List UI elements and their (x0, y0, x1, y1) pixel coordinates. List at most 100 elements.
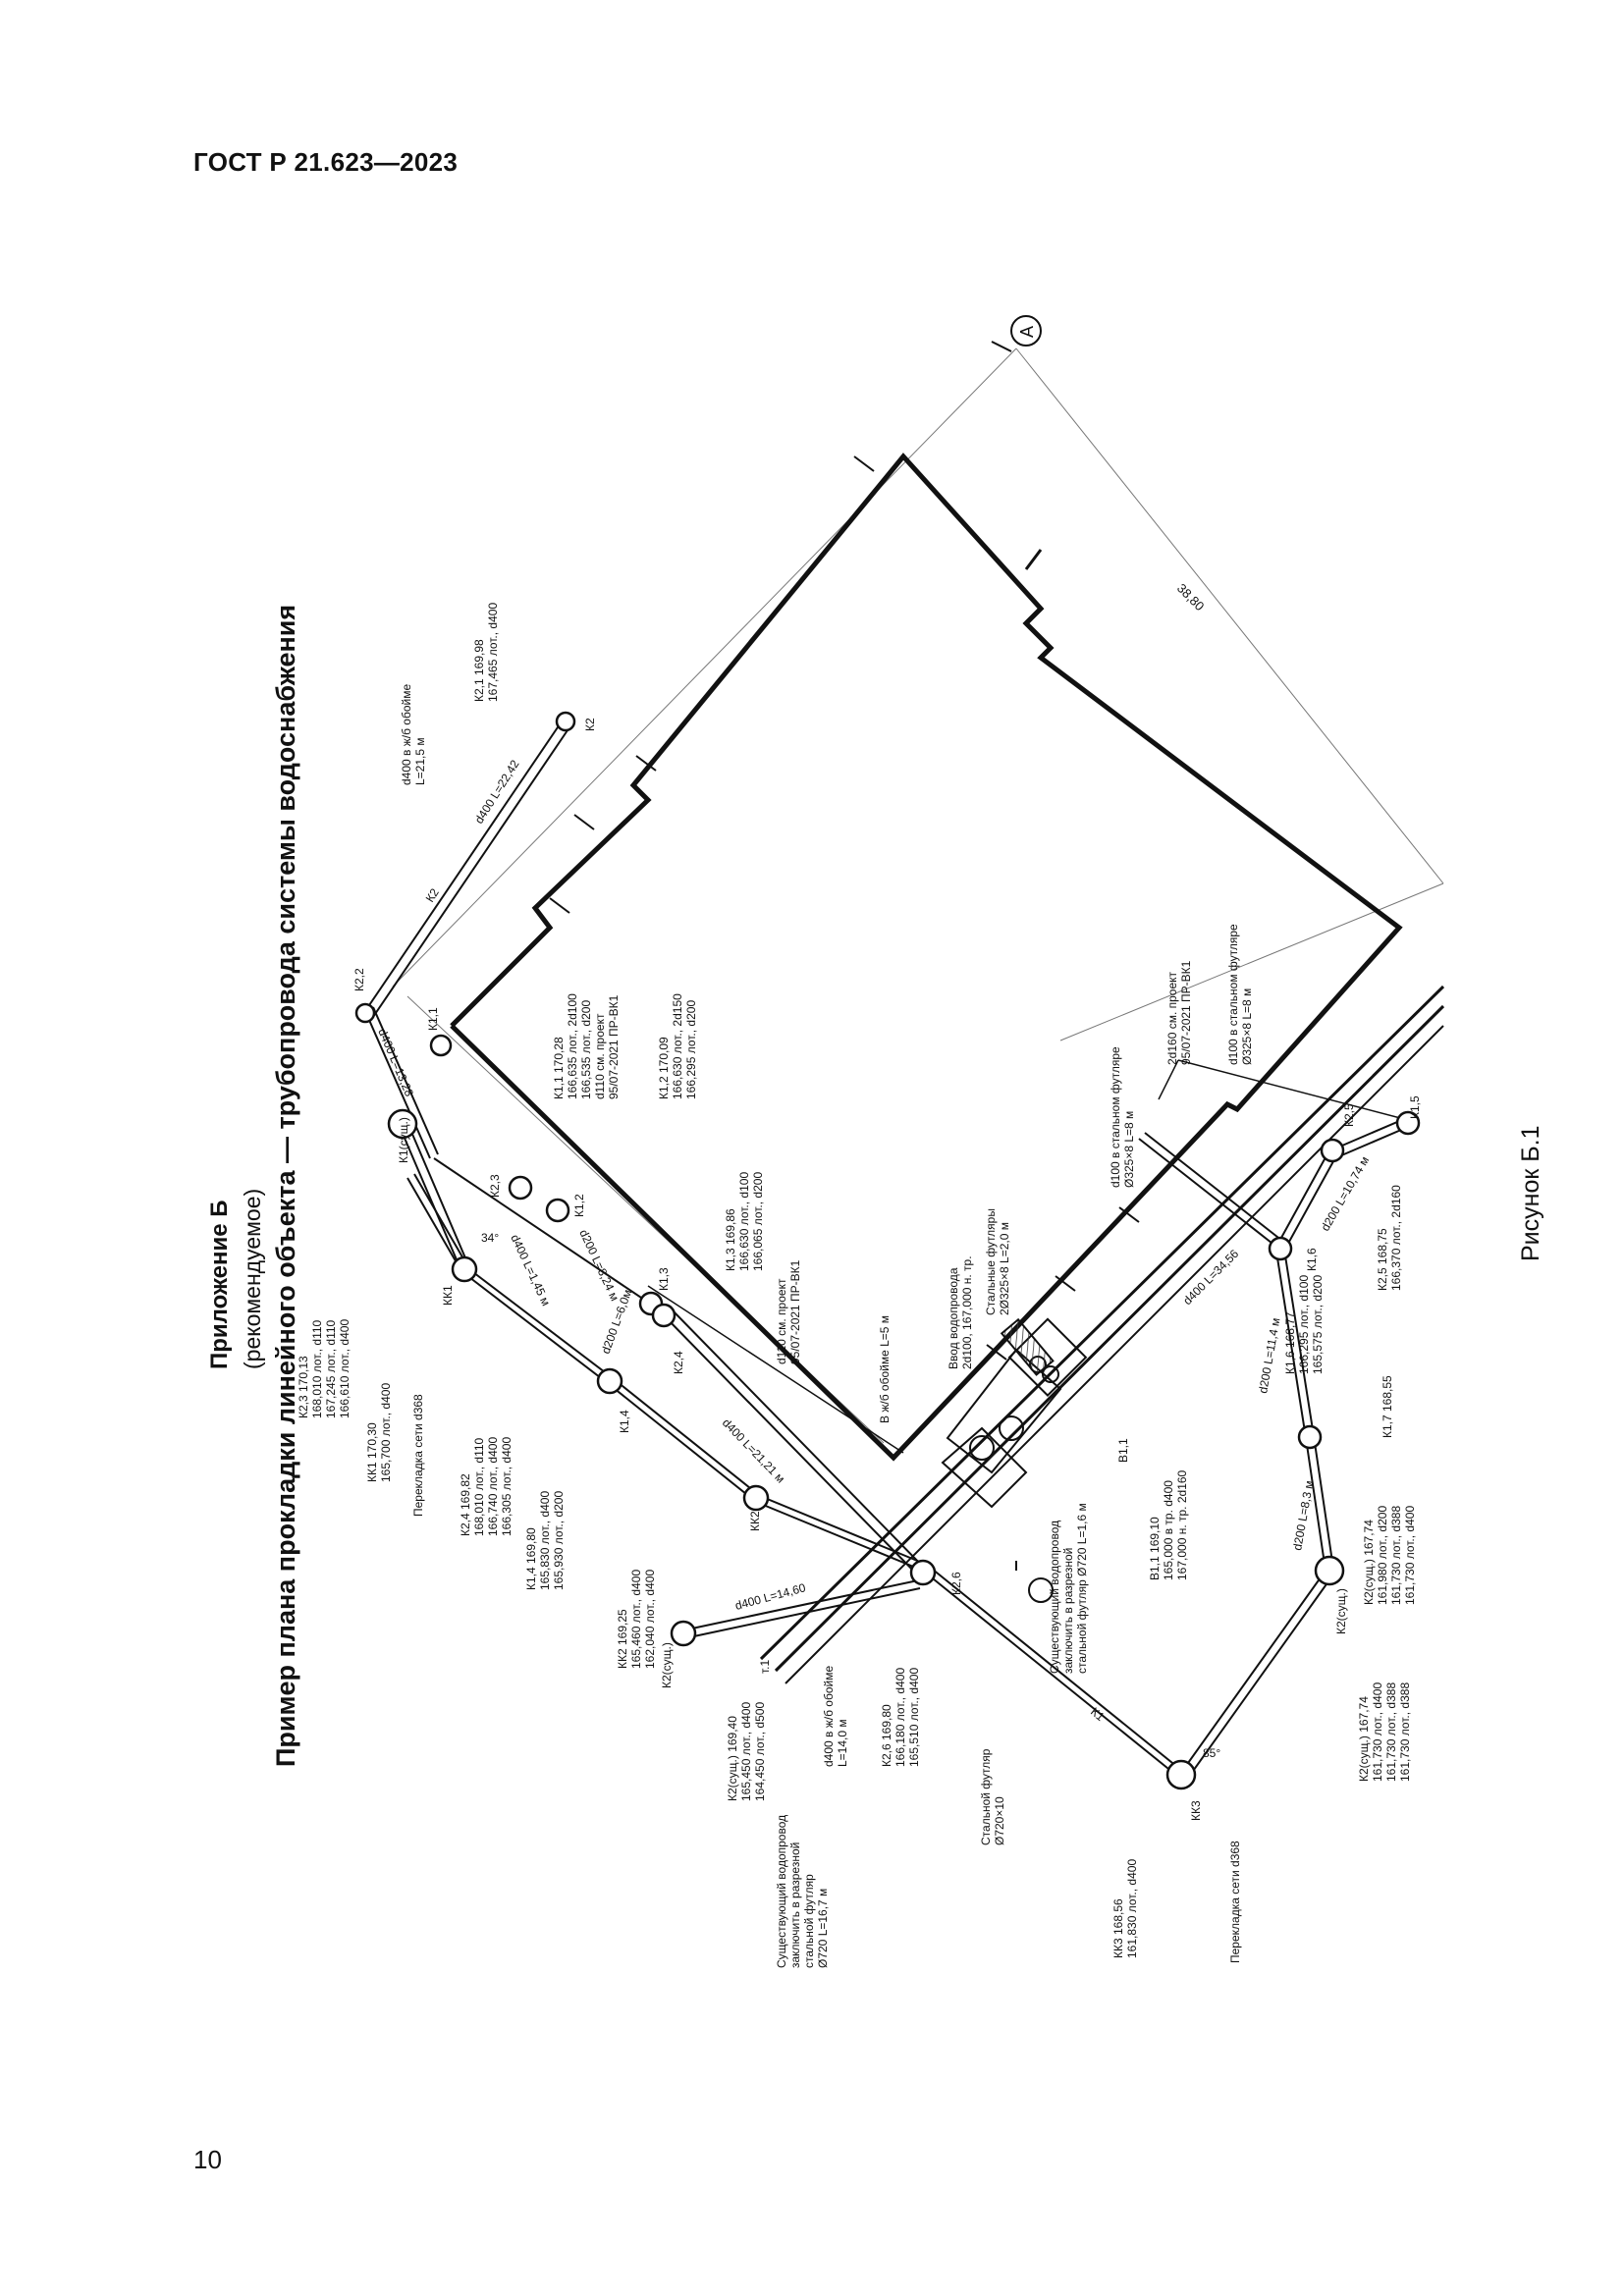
label-k1-7: К1,7 168,55 (1380, 1375, 1394, 1438)
label-d400-13: d400 L=13,28 (375, 1027, 416, 1099)
label-existing1-a: Существующий водопровод (775, 1815, 788, 1968)
label-k2-3-c: 167,245 лот., d110 (324, 1319, 338, 1418)
well-k1-5 (1395, 1110, 1421, 1136)
label-k2-sush1-a: К2(сущ.) 169,40 (726, 1716, 739, 1801)
well-k2-1 (555, 711, 576, 732)
label-k2-seg: К2 (423, 885, 442, 904)
label-existing2-a: Существующий водопровод (1048, 1521, 1061, 1674)
node-k2-5: К2,5 (1342, 1103, 1356, 1127)
node-k2-2: К2,2 (352, 968, 366, 991)
well-k2-sush-a (670, 1620, 697, 1647)
label-k1-3-a: К1,3 169,86 (724, 1208, 737, 1271)
label-d2-160-a: 2d160 см. проект (1165, 971, 1179, 1065)
label-k2-sush2-d: 161,730 лот., d388 (1398, 1682, 1412, 1782)
label-angle-34: 34° (481, 1231, 499, 1245)
label-kk3-b: 161,830 лот., d400 (1125, 1859, 1139, 1958)
label-kk2-b: 165,460 лот., d400 (629, 1570, 643, 1669)
well-k1-1 (429, 1034, 453, 1057)
label-d2-160-b: 95/07-2021 ПР-ВК1 (1179, 960, 1193, 1065)
label-k1-1-a: К1,1 170,28 (552, 1037, 566, 1099)
node-k1-6: К1,6 (1305, 1248, 1319, 1271)
label-k1-4-b: 165,830 лот., d400 (538, 1491, 552, 1590)
label-angle-85: 85° (1203, 1746, 1220, 1760)
node-kk2: КК2 (748, 1511, 762, 1531)
label-k2-3-a: К2,3 170,13 (297, 1356, 310, 1418)
well-k1-sush (387, 1108, 418, 1140)
label-k2-4-c: 166,740 лот., d400 (486, 1437, 500, 1536)
label-perekladka1: Перекладка сети d368 (411, 1394, 425, 1517)
label-k1-4-a: К1,4 169,80 (524, 1527, 538, 1590)
label-kk1-a: КК1 170,30 (365, 1422, 379, 1482)
label-k2-4-b: 168,010 лот., d110 (472, 1437, 486, 1536)
label-k2-4-a: К2,4 169,82 (459, 1473, 472, 1536)
label-k1-2-a: К1,2 170,09 (657, 1037, 671, 1099)
label-d400-14b: d400 L=14,60 (733, 1580, 807, 1613)
label-k1-1-b: 166,635 лот., 2d100 (566, 993, 579, 1099)
label-d100-case1-a: d100 в стальном футляре (1109, 1046, 1122, 1188)
label-steel-case-b: Ø720×10 (993, 1796, 1006, 1845)
label-d400-obojme-a: d400 в ж/б обойме (400, 684, 413, 785)
label-k2-6-a: К2,6 169,80 (880, 1704, 893, 1767)
node-k1-2: К1,2 (572, 1194, 586, 1217)
label-k2-6-b: 166,180 лот., d400 (893, 1668, 907, 1767)
label-kk1-b: 165,700 лот., d400 (379, 1383, 393, 1482)
axis-marker: А (991, 315, 1042, 352)
label-k2-5-a: К2,5 168,75 (1376, 1228, 1389, 1291)
label-kk2-a: КК2 169,25 (616, 1609, 629, 1669)
label-kk2-c: 162,040 лот., d400 (643, 1570, 657, 1669)
label-steel-cases-b: 2Ø325×8 L=2,0 м (998, 1222, 1011, 1315)
label-d400-21: d400 L=21,21 м (720, 1415, 787, 1485)
label-k2-5-b: 166,370 лот., 2d160 (1389, 1185, 1403, 1291)
label-vvod-a: Ввод водопровода (947, 1267, 960, 1369)
label-b1-1-a: В1,1 169,10 (1148, 1517, 1162, 1580)
building-dimension: 38,80 (1174, 581, 1208, 614)
well-k2-5 (1320, 1138, 1345, 1163)
label-d200-10: d200 L=10,74 м (1318, 1154, 1372, 1234)
well-k2-3 (508, 1175, 533, 1201)
well-k2-6 (909, 1559, 937, 1586)
label-k2-sush2-b: 161,730 лот., d400 (1371, 1682, 1384, 1782)
node-k1-4: К1,4 (618, 1410, 631, 1433)
building-outline (450, 453, 1403, 1462)
well-k1-6 (1297, 1424, 1323, 1450)
label-vvod-b: 2d100, 167,000 н. тр. (960, 1255, 974, 1369)
label-k2-3-d: 166,610 лот., d400 (338, 1319, 352, 1418)
label-kk3-a: КК3 168,56 (1111, 1898, 1125, 1958)
node-k2-4: К2,4 (672, 1351, 685, 1374)
node-k1-1: К1,1 (426, 1007, 440, 1031)
label-d110-proj2-b: 95/07-2021 ПР-ВК1 (788, 1259, 802, 1364)
label-k2-1-a: К2,1 169,98 (472, 639, 486, 702)
label-d200-8: d200 L=8,3 м (1290, 1479, 1316, 1551)
label-k2-sush2-c: 161,730 лот., d388 (1384, 1682, 1398, 1782)
label-k2-sush3-b: 161,980 лот., d200 (1376, 1506, 1389, 1605)
label-d100-case2-a: d100 в стальном футляре (1226, 924, 1240, 1065)
node-k1-5: К1,5 (1408, 1095, 1422, 1119)
label-k2-sush1-c: 164,450 лот., d500 (753, 1702, 767, 1801)
water-inlet-structure (941, 1317, 1088, 1603)
label-k1-3-b: 166,630 лот., d100 (737, 1172, 751, 1271)
label-d200-11: d200 L=11,4 м (1256, 1317, 1282, 1395)
label-steel-case-a: Стальной футляр (979, 1748, 993, 1845)
label-k1-3-c: 166,065 лот., d200 (751, 1172, 765, 1271)
label-d110-proj1-a: d110 см. проект (593, 1013, 607, 1099)
well-k1-6-upper (1268, 1236, 1293, 1261)
label-k2-sush1-b: 165,450 лот., d400 (739, 1702, 753, 1801)
label-b1-1-c: 167,000 н. тр. 2d160 (1175, 1469, 1189, 1580)
well-k1-2 (545, 1198, 570, 1223)
well-k2-4 (651, 1303, 677, 1328)
label-existing2-b: заключить в разрезной (1061, 1548, 1075, 1674)
label-k1-4-c: 165,930 лот., d200 (552, 1491, 566, 1590)
node-k2-3: К2,3 (488, 1174, 502, 1198)
label-d400-obojme-b: L=21,5 м (413, 737, 427, 785)
well-kk2 (742, 1484, 770, 1512)
node-k2-6: К2,6 (949, 1572, 963, 1595)
label-d100-case2-b: Ø325×8 L=8 м (1240, 988, 1254, 1065)
manholes (354, 711, 1421, 1790)
node-k1-3: К1,3 (657, 1267, 671, 1291)
label-k1-1-c: 166,535 лот., d200 (579, 1000, 593, 1099)
node-k2-sush-b: К2(сущ.) (1334, 1588, 1348, 1634)
label-k2-sush3-d: 161,730 лот., d400 (1403, 1506, 1417, 1605)
label-existing1-c: стальной футляр (802, 1874, 816, 1968)
page-number: 10 (193, 2145, 222, 2174)
